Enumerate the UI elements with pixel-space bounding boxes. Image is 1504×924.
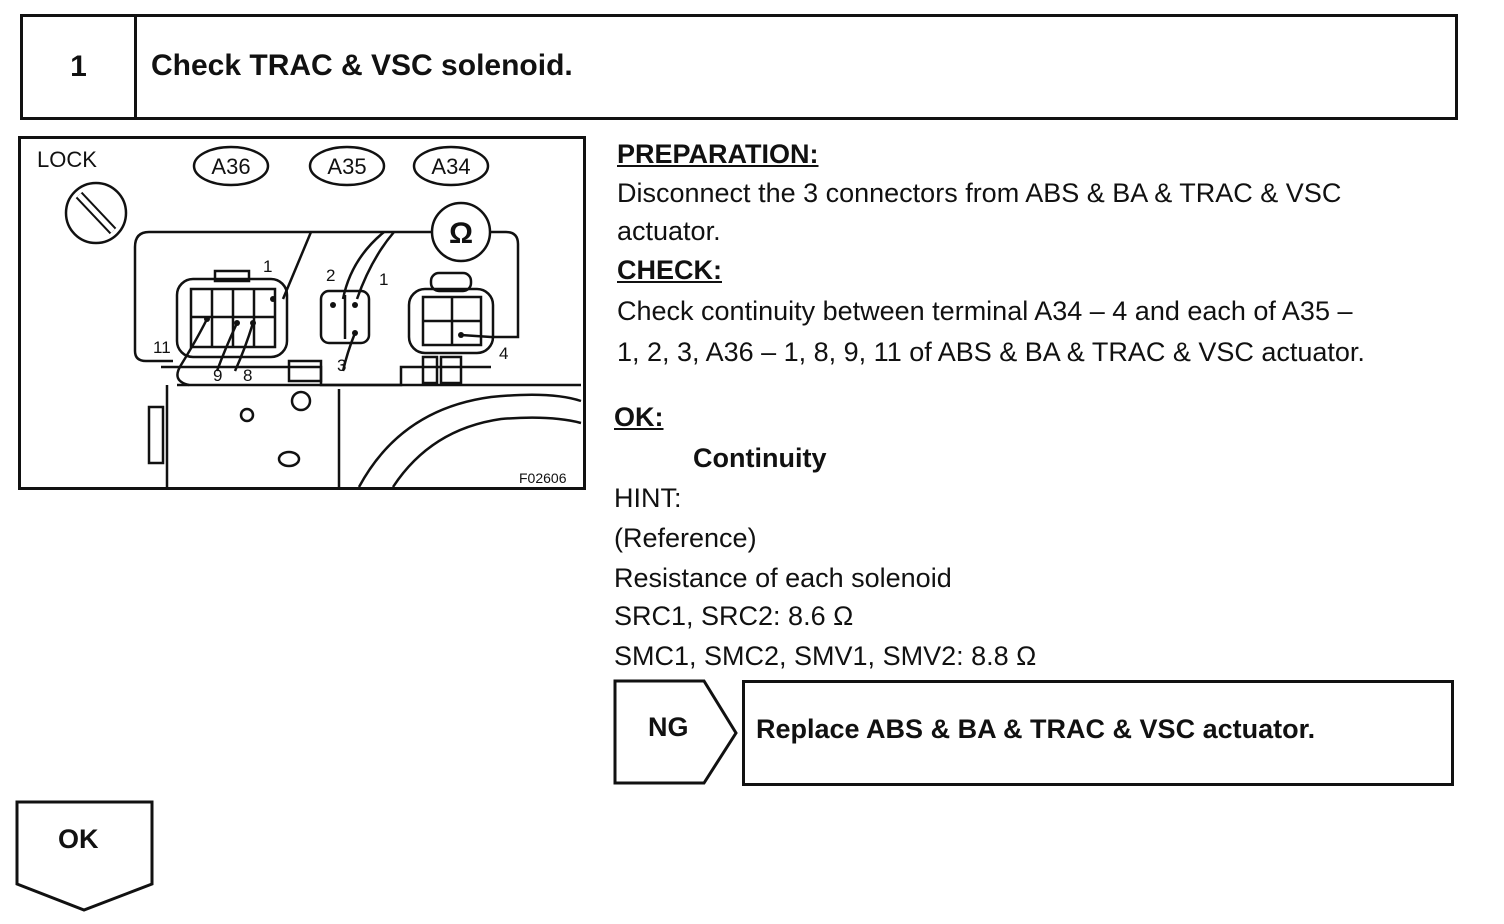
ohm-symbol: Ω (449, 217, 473, 250)
hint-heading: HINT: (614, 483, 682, 513)
ng-label: NG (648, 712, 689, 742)
ok-arrow-shape (15, 800, 154, 912)
connector-label-a35: A35 (327, 154, 366, 179)
preparation-heading: PREPARATION: (617, 139, 819, 169)
pin-label: 8 (243, 366, 252, 385)
a36-oval (192, 145, 270, 187)
hint-line: SMC1, SMC2, SMV1, SMV2: 8.8 Ω (614, 641, 1037, 671)
pin-label: 9 (213, 366, 222, 385)
pin-label: 1 (263, 257, 272, 276)
ng-arrow-shape (613, 679, 738, 785)
check-line: 1, 2, 3, A36 – 1, 8, 9, 11 of ABS & BA &… (617, 337, 1365, 367)
lock-icon (64, 181, 128, 245)
step-header: 1 Check TRAC & VSC solenoid. (20, 14, 1458, 120)
pin-label: 1 (379, 270, 388, 289)
connector-diagram: LOCK A36 A35 A34 Ω 1 11 9 8 2 1 3 4 F026… (18, 136, 586, 490)
hint-line: Resistance of each solenoid (614, 563, 952, 593)
figure-id: F02606 (519, 470, 567, 486)
diagram-drawing: LOCK A36 A35 A34 Ω 1 11 9 8 2 1 3 4 F026… (37, 145, 582, 487)
ng-action-box (742, 680, 1454, 786)
lock-label: LOCK (37, 147, 97, 172)
connector-label-a34: A34 (431, 154, 470, 179)
preparation-line: Disconnect the 3 connectors from ABS & B… (617, 178, 1342, 208)
pin-label: 11 (153, 338, 171, 357)
ng-action-text: Replace ABS & BA & TRAC & VSC actuator. (756, 714, 1316, 744)
pin-label: 2 (326, 266, 335, 285)
pin-label: 4 (499, 344, 508, 363)
connector-label-a36: A36 (211, 154, 250, 179)
step-title: Check TRAC & VSC solenoid. (151, 49, 573, 82)
check-line: Check continuity between terminal A34 – … (617, 296, 1353, 326)
a34-oval (412, 145, 490, 187)
hint-line: (Reference) (614, 523, 757, 553)
step-number: 1 (23, 17, 137, 117)
ok-value: Continuity (693, 443, 827, 473)
a35-oval (308, 145, 386, 187)
ok-flow-label: OK (58, 824, 99, 854)
pin-label: 3 (337, 356, 346, 375)
ok-heading: OK: (614, 402, 664, 432)
check-heading: CHECK: (617, 255, 722, 285)
hint-line: SRC1, SRC2: 8.6 Ω (614, 601, 854, 631)
preparation-line: actuator. (617, 216, 721, 246)
